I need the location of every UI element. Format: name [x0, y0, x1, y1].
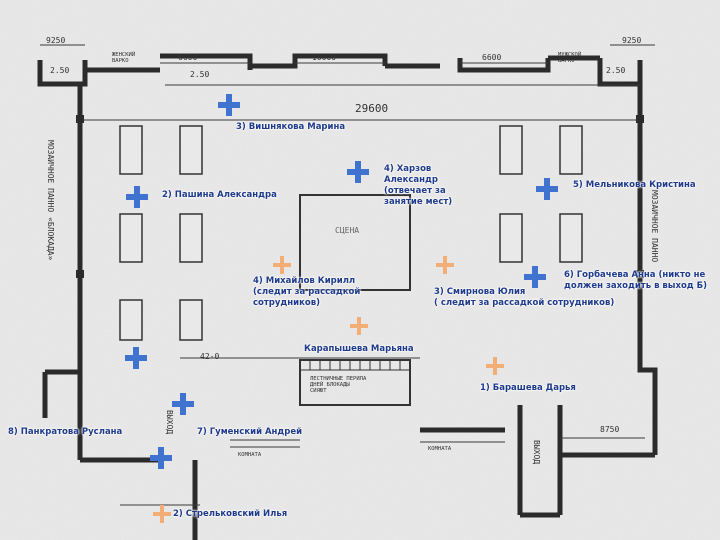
- dim-small-mid: 2.50: [190, 70, 210, 79]
- dim-small-right: 2.50: [606, 66, 626, 75]
- orange-marker: [273, 256, 291, 274]
- columns: [119, 125, 583, 341]
- room-top-left: ЖЕНСКИЙ ВАРКО: [112, 52, 136, 64]
- orange-marker: [436, 256, 454, 274]
- label-kharzov: 4) Харзов Александр (отвечает за занятие…: [384, 164, 453, 207]
- label-melnikova: 5) Мельникова Кристина: [573, 180, 696, 190]
- label-karapysheva: Карапышева Марьяна: [304, 344, 414, 354]
- orange-marker: [486, 357, 504, 375]
- label-gorbacheva: 6) Горбачева Анна (никто не должен заход…: [564, 270, 707, 291]
- blue-marker: [218, 94, 240, 116]
- room-bottom-right: КОМНАТА: [428, 446, 452, 452]
- dim-small-left: 2.50: [50, 66, 70, 75]
- label-barasheva: 1) Барашева Дарья: [480, 383, 576, 393]
- label-pashina: 2) Пашина Александра: [162, 190, 277, 200]
- label-smirnova: 3) Смирнова Юлия ( следит за рассадкой с…: [434, 287, 615, 308]
- blue-marker: [125, 347, 147, 369]
- right-wall-text: МОЗАИЧНОЕ ПАННО: [650, 190, 659, 263]
- stage: [299, 194, 411, 291]
- dim-b3: 6600: [482, 53, 502, 62]
- stair-block: [299, 359, 411, 406]
- dim-top-right: 9250: [622, 36, 642, 45]
- blue-marker: [172, 393, 194, 415]
- dim-b2: 10000: [312, 53, 337, 62]
- posts: [76, 115, 644, 278]
- label-gumensky: 7) Гуменский Андрей: [197, 427, 303, 437]
- blue-marker: [524, 266, 546, 288]
- dim-top-left: 9250: [46, 36, 66, 45]
- stair-label: ЛЕСТНИЧНЫЕ ПЕРИЛА ДНЕЙ БЛОКАДЫ СИЯЮТ: [310, 376, 367, 394]
- dim-bottom-mid: 42-0: [200, 352, 220, 361]
- exit-right: ВЫХОД: [532, 440, 541, 465]
- blue-marker: [126, 186, 148, 208]
- exit-left: ВЫХОД: [165, 410, 174, 435]
- orange-marker: [153, 505, 171, 523]
- thin-lines: [40, 44, 655, 506]
- blue-marker: [347, 161, 369, 183]
- dim-b1: 6600: [178, 53, 198, 62]
- room-top-right: МУЖСКОЙ ВАРКО: [558, 52, 582, 64]
- left-wall-text: МОЗАИЧНОЕ ПАННО «БЛОКАДА»: [46, 140, 55, 261]
- dim-bottom-right: 8750: [600, 425, 620, 434]
- scene-label: СЦЕНА: [335, 226, 360, 235]
- room-bottom-left: КОМНАТА: [238, 452, 262, 458]
- orange-marker: [350, 317, 368, 335]
- blue-marker: [150, 447, 172, 469]
- blue-marker: [536, 178, 558, 200]
- label-pankratova: 8) Панкратова Руслана: [8, 427, 123, 437]
- label-vishnyakova: 3) Вишнякова Марина: [236, 122, 346, 132]
- label-strelkovsky: 2) Стрельковский Илья: [173, 509, 288, 519]
- label-mikhaylov: 4) Михайлов Кирилл (следит за рассадкой …: [253, 276, 361, 308]
- dim-width: 29600: [355, 102, 389, 115]
